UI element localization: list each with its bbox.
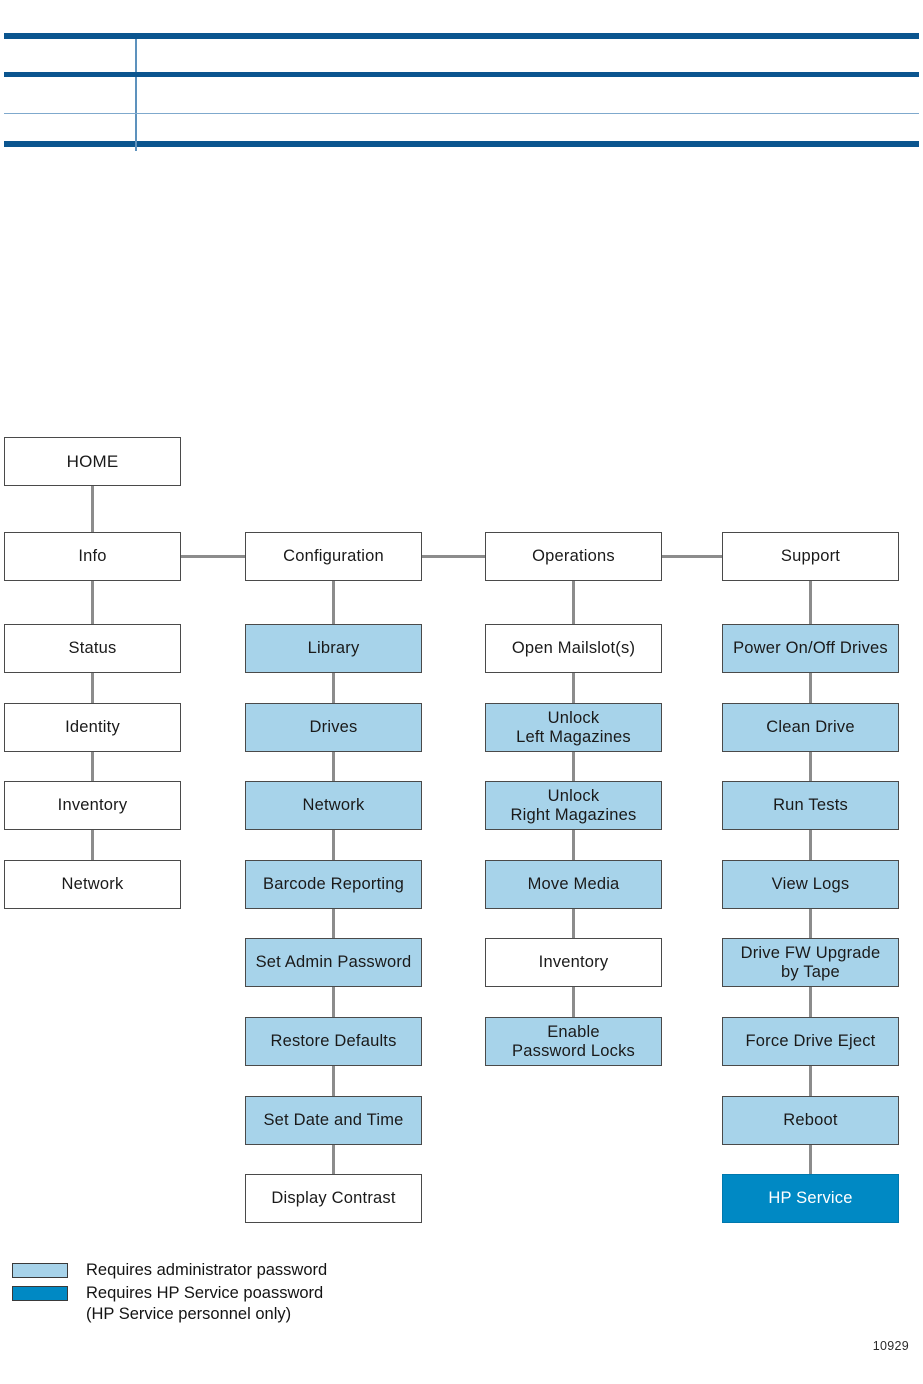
legend-label-admin: Requires administrator password: [86, 1261, 328, 1279]
node-operations-open-mailslot-s[interactable]: Open Mailslot(s): [485, 624, 662, 673]
node-support-force-drive-eject[interactable]: Force Drive Eject: [722, 1017, 899, 1066]
node-support-view-logs[interactable]: View Logs: [722, 860, 899, 909]
node-operations-inventory[interactable]: Inventory: [485, 938, 662, 987]
node-operations[interactable]: Operations: [485, 532, 662, 581]
node-configuration-barcode-reporting[interactable]: Barcode Reporting: [245, 860, 422, 909]
node-info-identity[interactable]: Identity: [4, 703, 181, 752]
connector-line: [662, 555, 722, 558]
node-support[interactable]: Support: [722, 532, 899, 581]
connector-line: [181, 555, 245, 558]
node-operations-unlock-right-magazines[interactable]: Unlock Right Magazines: [485, 781, 662, 830]
node-configuration-drives[interactable]: Drives: [245, 703, 422, 752]
figure-number: 10929: [872, 1339, 909, 1353]
table-cell: [4, 114, 137, 151]
node-support-power-on-off-drives[interactable]: Power On/Off Drives: [722, 624, 899, 673]
node-support-run-tests[interactable]: Run Tests: [722, 781, 899, 830]
legend-label-hp-service: Requires HP Service poassword (HP Servic…: [86, 1284, 324, 1324]
node-configuration-restore-defaults[interactable]: Restore Defaults: [245, 1017, 422, 1066]
node-configuration-display-contrast[interactable]: Display Contrast: [245, 1174, 422, 1223]
node-configuration[interactable]: Configuration: [245, 532, 422, 581]
table-cell: [4, 39, 137, 72]
table-row: [4, 39, 919, 77]
legend-swatch-hp-service-icon: [12, 1286, 68, 1302]
table-row: [4, 77, 919, 114]
node-operations-move-media[interactable]: Move Media: [485, 860, 662, 909]
node-support-hp-service[interactable]: HP Service: [722, 1174, 899, 1223]
node-info-status[interactable]: Status: [4, 624, 181, 673]
node-operations-enable-password-locks[interactable]: Enable Password Locks: [485, 1017, 662, 1066]
legend-item-hp-service: Requires HP Service poassword (HP Servic…: [12, 1283, 432, 1325]
node-configuration-set-date-and-time[interactable]: Set Date and Time: [245, 1096, 422, 1145]
node-info-network[interactable]: Network: [4, 860, 181, 909]
node-configuration-network[interactable]: Network: [245, 781, 422, 830]
legend-swatch-admin-icon: [12, 1263, 68, 1278]
connector-line: [422, 555, 485, 558]
node-operations-unlock-left-magazines[interactable]: Unlock Left Magazines: [485, 703, 662, 752]
node-support-clean-drive[interactable]: Clean Drive: [722, 703, 899, 752]
node-support-drive-fw-upgrade-by-tape[interactable]: Drive FW Upgrade by Tape: [722, 938, 899, 987]
node-info-inventory[interactable]: Inventory: [4, 781, 181, 830]
legend-item-admin: Requires administrator password: [12, 1260, 432, 1281]
table-cell: [4, 77, 137, 113]
node-home[interactable]: HOME: [4, 437, 181, 486]
node-support-reboot[interactable]: Reboot: [722, 1096, 899, 1145]
table-row: [4, 114, 919, 151]
node-info[interactable]: Info: [4, 532, 181, 581]
node-configuration-library[interactable]: Library: [245, 624, 422, 673]
spec-table: [4, 33, 919, 151]
connector-line: [91, 486, 94, 532]
node-configuration-set-admin-password[interactable]: Set Admin Password: [245, 938, 422, 987]
legend: Requires administrator password Requires…: [12, 1260, 432, 1327]
